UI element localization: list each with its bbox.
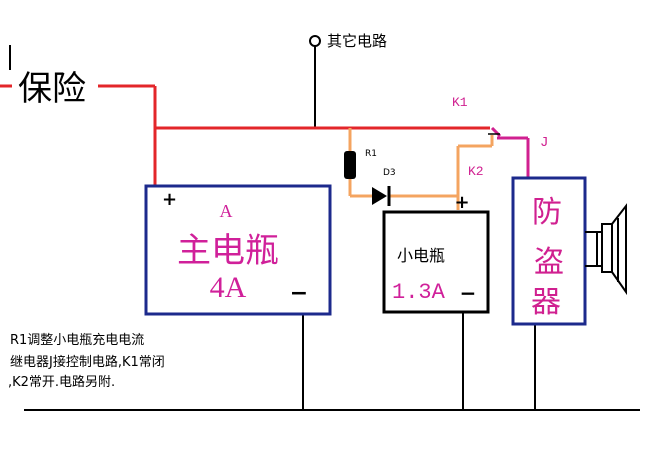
k1-label: K1 <box>452 95 468 110</box>
ground-wires <box>9 45 640 411</box>
anti-theft-alarm: 防 盗 器 <box>511 176 587 326</box>
small-battery-box <box>382 210 490 314</box>
positive-bus <box>0 84 490 186</box>
speaker-icon <box>585 203 627 296</box>
r1-label: R1 <box>365 149 377 159</box>
notes: R1调整小电瓶充电电流 继电器J接控制电路,K1常闭 ,K2常开.电路另附. <box>8 332 165 390</box>
main-battery: + A 主电瓶 4A − <box>144 184 332 316</box>
small-battery-minus: − <box>460 281 477 305</box>
main-battery-rating: 4A <box>210 271 247 304</box>
diode-icon <box>372 186 391 206</box>
main-battery-minus: − <box>290 281 308 306</box>
main-battery-letter: A <box>220 201 233 221</box>
small-battery: + 小电瓶 1.3A − <box>382 192 490 314</box>
alarm-char-3: 器 <box>531 285 561 320</box>
main-battery-name: 主电瓶 <box>177 231 279 271</box>
note-line-3: ,K2常开.电路另附. <box>8 374 115 390</box>
fuse-label: 保险 <box>18 69 86 109</box>
main-battery-box <box>144 184 332 316</box>
note-line-2: 继电器J接控制电路,K1常闭 <box>10 354 165 370</box>
alarm-char-1: 防 <box>532 195 562 230</box>
resistor-icon <box>344 151 356 179</box>
k1-contact <box>490 126 502 138</box>
other-circuit-label: 其它电路 <box>327 32 387 50</box>
main-battery-plus: + <box>162 189 177 210</box>
relay-k1 <box>490 126 530 178</box>
j-label: J <box>540 135 548 151</box>
k2-label: K2 <box>468 164 484 179</box>
note-line-1: R1调整小电瓶充电电流 <box>10 332 144 348</box>
small-battery-rating: 1.3A <box>392 280 446 305</box>
charge-branch <box>348 128 494 210</box>
small-battery-plus: + <box>454 192 469 213</box>
alarm-box <box>511 176 587 326</box>
terminal-circle-icon <box>309 35 321 47</box>
small-battery-name: 小电瓶 <box>397 246 445 265</box>
d3-label: D3 <box>383 168 396 178</box>
alarm-char-2: 盗 <box>534 245 564 280</box>
